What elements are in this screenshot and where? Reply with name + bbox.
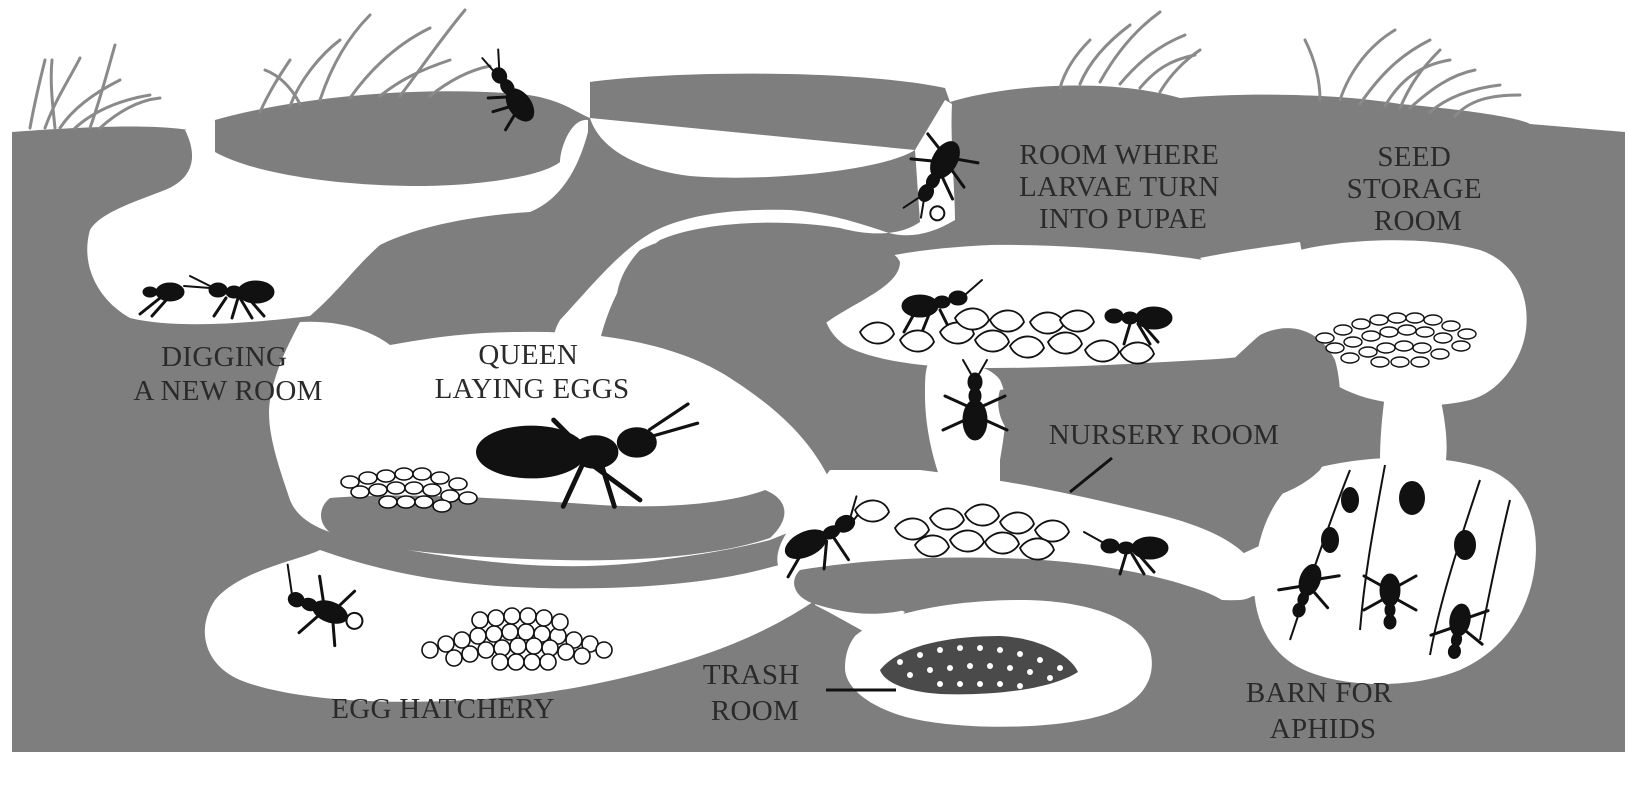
label-pupae: ROOM WHERE LARVAE TURN INTO PUPAE bbox=[1019, 139, 1227, 235]
label-hatchery: EGG HATCHERY bbox=[331, 693, 555, 725]
grass-tuft-icon bbox=[1060, 12, 1200, 92]
label-nursery: NURSERY ROOM bbox=[1049, 419, 1280, 451]
tunnel-seed-to-barn bbox=[1380, 395, 1447, 462]
grass-tuft-icon bbox=[30, 45, 160, 128]
